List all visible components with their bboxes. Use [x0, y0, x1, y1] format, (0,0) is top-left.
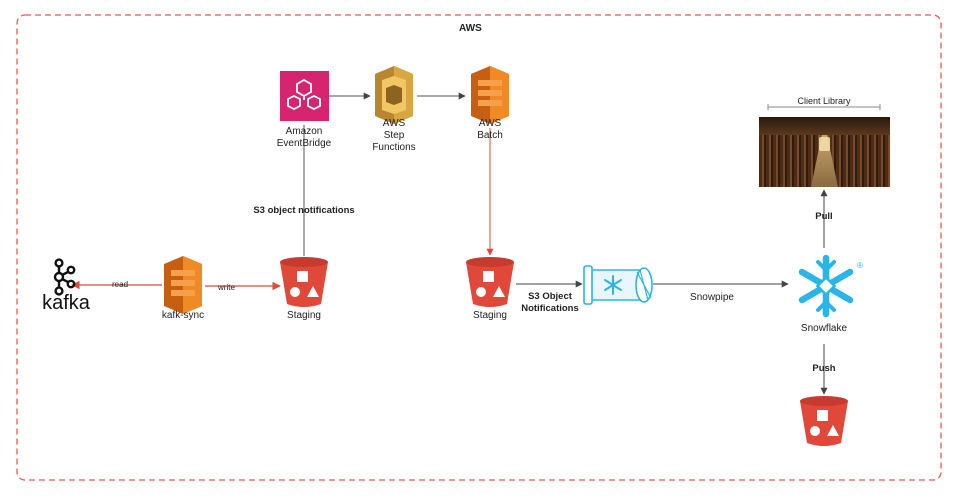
client-library-photo — [759, 117, 890, 187]
batch-icon — [471, 66, 509, 124]
edge-label-read: read — [112, 280, 129, 289]
step-functions-icon — [375, 66, 413, 124]
kafk-sync-label: kafk-sync — [161, 310, 205, 321]
staging-1-label: Staging — [287, 310, 321, 321]
edge-label-write: write — [218, 283, 235, 292]
s3-bucket-icon — [466, 257, 514, 307]
aws-boundary — [16, 14, 942, 481]
step-functions-label: AWS Step Functions — [372, 118, 416, 153]
edge-label-s3-object-notifications: S3 object notifications — [253, 205, 355, 216]
kafka-label: kafka — [42, 292, 91, 314]
aws-boundary-title: AWS — [459, 23, 482, 34]
snowflake-center — [815, 275, 837, 297]
staging-2-label: Staging — [473, 310, 507, 321]
client-library-label: Client Library — [797, 96, 851, 106]
batch-label: AWS Batch — [477, 118, 503, 141]
eventbridge-label: Amazon EventBridge — [276, 126, 332, 149]
snowflake-label: Snowflake — [800, 323, 848, 334]
snowflake-registered-mark: ® — [857, 261, 863, 270]
client-library-bracket — [767, 104, 881, 110]
eventbridge-icon — [280, 71, 329, 121]
edge-label-snowpipe: Snowpipe — [690, 292, 734, 303]
snowpipe-icon — [583, 265, 653, 305]
edge-label-push: Push — [812, 363, 836, 374]
s3-bucket-icon — [800, 396, 848, 446]
edge-label-s3-object-notifications-2: S3 Object Notifications — [521, 291, 579, 314]
kafka-icon — [53, 258, 76, 296]
compute-icon — [164, 256, 202, 314]
s3-bucket-icon — [280, 257, 328, 307]
edge-label-pull: Pull — [815, 211, 833, 222]
